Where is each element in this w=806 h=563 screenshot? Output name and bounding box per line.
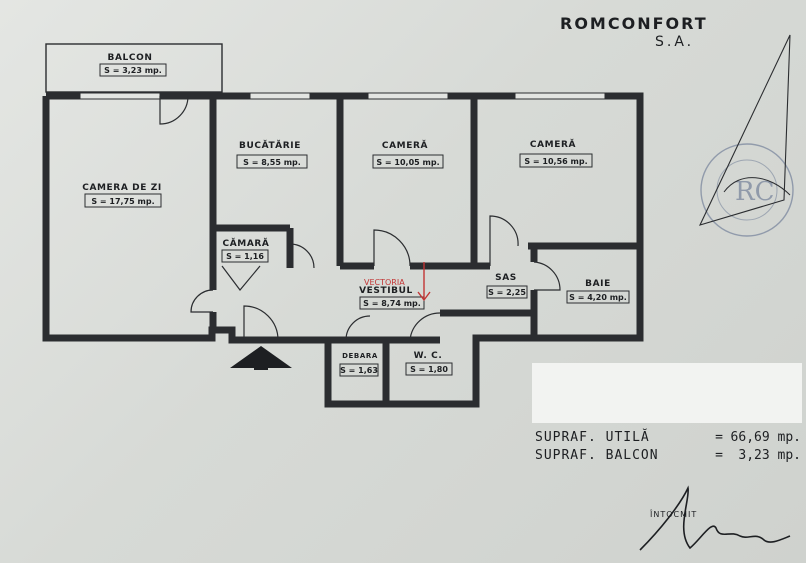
signature-icon: [639, 485, 791, 551]
door-pantry-swing: [221, 265, 261, 291]
door-room2: [489, 215, 519, 266]
area-box-vestibul: [359, 296, 425, 310]
area-camara: S = 1,16: [226, 252, 264, 261]
summary-equals: =: [715, 429, 723, 445]
summary-row-useful: SUPRAF. UTILĂ = 66,69 mp.: [535, 428, 805, 446]
window-room2: [514, 92, 606, 100]
room-label-camera-2: CAMERĂ: [530, 138, 576, 150]
balcony-outline: [45, 43, 223, 93]
summary-table: SUPRAF. UTILĂ = 66,69 mp. SUPRAF. BALCON…: [535, 428, 805, 464]
room-label-balcon: BALCON: [108, 53, 153, 63]
door-room1: [373, 229, 411, 267]
summary-row-balcony: SUPRAF. BALCON = 3,23 mp.: [535, 446, 805, 464]
area-sas: S = 2,25: [488, 288, 526, 297]
room-label-vestibul: VESTIBUL: [359, 286, 413, 296]
area-box-debara: [339, 363, 379, 377]
approval-mark-icon: [698, 34, 791, 226]
area-vestibul: S = 8,74 mp.: [363, 299, 421, 308]
summary-label: SUPRAF. UTILĂ: [535, 429, 650, 445]
watermark-text: VECTORIA: [364, 278, 405, 287]
room-label-baie: BAIE: [585, 279, 611, 289]
company-suffix: S.A.: [655, 34, 695, 50]
signed-label: ÎNTOCMIT: [650, 510, 698, 519]
svg-text:RC: RC: [735, 177, 774, 207]
window-room1: [367, 92, 449, 100]
area-box-camera-2: [519, 153, 593, 168]
area-box-sas: [486, 285, 528, 299]
room-label-bucatarie: BUCĂTĂRIE: [239, 139, 301, 151]
summary-value: 66,69 mp.: [730, 429, 801, 445]
area-box-baie: [566, 290, 630, 304]
window-kitchen: [249, 92, 311, 100]
door-wc: [409, 312, 441, 341]
door-entrance: [243, 305, 279, 341]
area-box-camera-de-zi: [84, 193, 162, 208]
door-living: [190, 289, 214, 313]
area-camera-1: S = 10,05 mp.: [376, 158, 439, 167]
arrow-up-icon: [230, 346, 292, 370]
area-camera-2: S = 10,56 mp.: [524, 157, 587, 166]
door-pantry: [289, 243, 315, 269]
area-box-camara: [221, 249, 269, 263]
summary-equals: =: [715, 447, 723, 463]
area-box-bucatarie: [236, 154, 308, 169]
area-baie: S = 4,20 mp.: [569, 293, 627, 302]
room-label-camera-1: CAMERĂ: [382, 139, 428, 151]
area-debara: S = 1,63: [340, 366, 378, 375]
stamp-icon: RC: [700, 143, 794, 237]
approval-curve-icon: [723, 177, 791, 196]
window-living: [79, 92, 161, 100]
summary-value: 3,23 mp.: [738, 447, 801, 463]
area-wc: S = 1,80: [410, 365, 448, 374]
area-bucatarie: S = 8,55 mp.: [243, 158, 301, 167]
door-debara: [345, 315, 371, 341]
company-name: ROMCONFORT: [560, 14, 708, 33]
room-label-camera-de-zi: CAMERA DE ZI: [82, 183, 162, 193]
room-label-sas: SAS: [495, 273, 517, 283]
door-bath: [533, 261, 561, 291]
summary-label: SUPRAF. BALCON: [535, 447, 659, 463]
room-label-wc: W. C.: [414, 351, 443, 361]
room-label-camara: CĂMARĂ: [223, 237, 270, 249]
door-balcony: [159, 95, 189, 125]
room-label-debara: DEBARA: [342, 352, 378, 360]
area-balcon: S = 3,23 mp.: [104, 66, 162, 75]
area-box-camera-1: [372, 154, 444, 169]
area-box-wc: [405, 362, 453, 376]
redacted-area: [532, 363, 802, 423]
watermark-icon: [417, 262, 431, 302]
area-box-balcon: [99, 63, 167, 77]
area-camera-de-zi: S = 17,75 mp.: [91, 197, 154, 206]
